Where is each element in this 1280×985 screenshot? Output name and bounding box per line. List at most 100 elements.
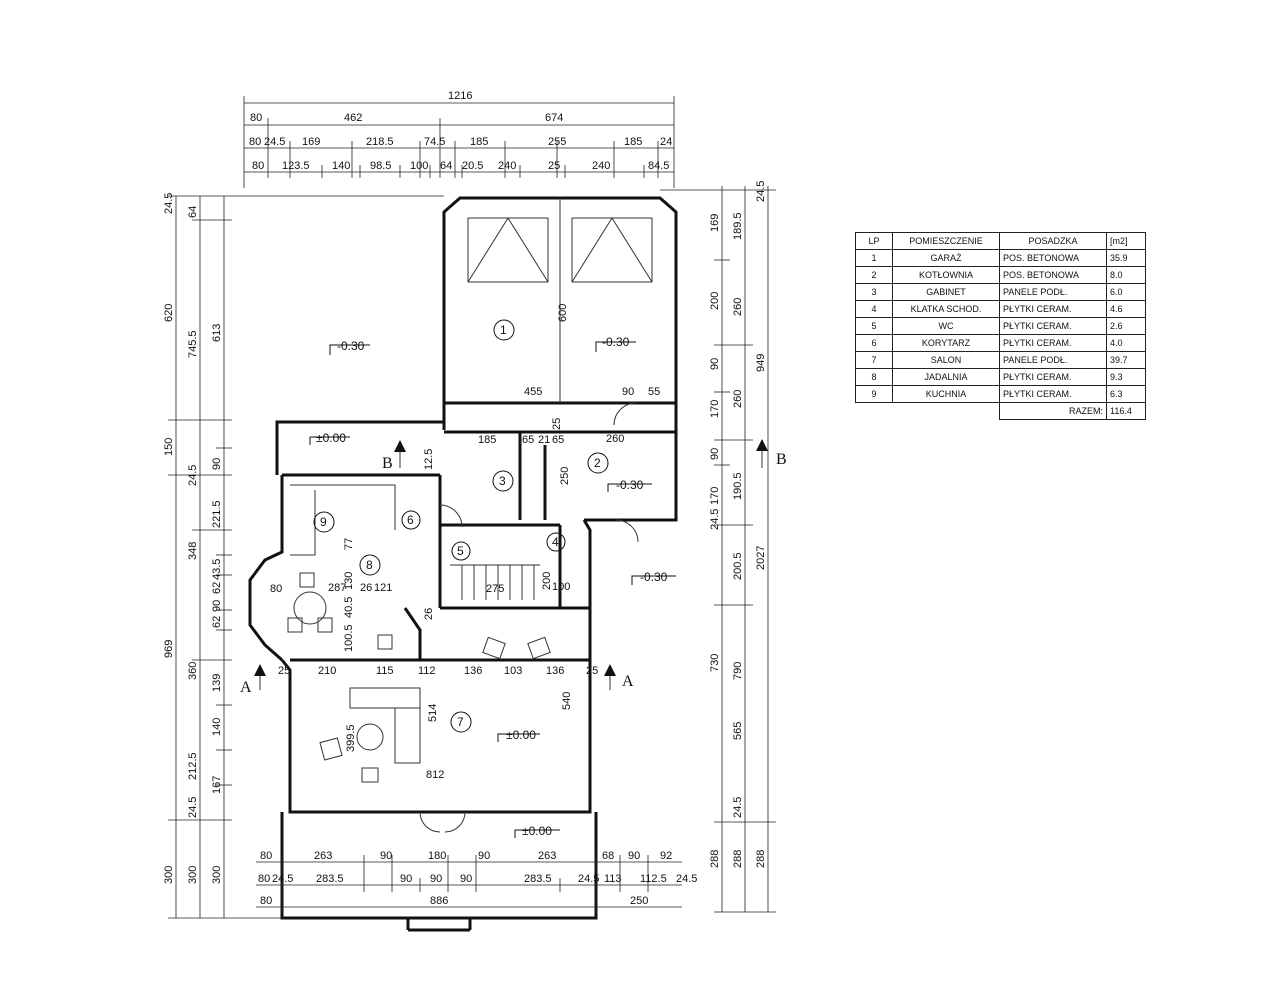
dim-top-r3: 100 (410, 160, 428, 172)
left-dimension-lines (168, 195, 444, 919)
dim-interior: 55 (648, 386, 660, 398)
cell-lp: 7 (855, 351, 893, 369)
dim-left-inner: 62 (211, 616, 223, 628)
dim-top-r3: 240 (592, 160, 610, 172)
dim-bottom-r1: 263 (538, 850, 556, 862)
level-living: ±0.00 (506, 728, 536, 742)
cell-room: KUCHNIA (892, 385, 1000, 403)
room-number-9: 9 (320, 515, 327, 529)
dim-top-r2: 24 (660, 136, 672, 148)
dim-left-outer: 620 (163, 304, 175, 322)
cell-lp: 8 (855, 368, 893, 386)
dim-interior: 600 (557, 304, 569, 322)
table-total-row: RAZEM: 116.4 (855, 402, 1146, 420)
dim-interior: 90 (622, 386, 634, 398)
cell-room: WC (892, 317, 1000, 335)
dim-left-middle: 745.5 (187, 330, 199, 358)
level-boiler: -0.30 (616, 478, 644, 492)
dim-top-r2: 255 (548, 136, 566, 148)
dim-bottom-r1: 80 (260, 850, 272, 862)
dim-interior: 275 (486, 583, 504, 595)
dim-interior: 65 (552, 434, 564, 446)
bottom-dim-row2: 80 24.5 283.5 90 90 90 283.5 24.5 113 11… (258, 873, 697, 885)
dim-left-inner: 43.5 (211, 559, 223, 580)
dim-right-inner: 565 (732, 722, 744, 740)
dim-right-outer: 288 (755, 850, 767, 868)
dim-left-outer: 24.5 (163, 193, 175, 214)
cell-area: 6.0 (1106, 283, 1146, 301)
dim-right-inner: 170 (709, 487, 721, 505)
dim-right-outer: 949 (755, 354, 767, 372)
dim-interior: 26 (423, 608, 435, 620)
dim-right-middle: 260 (732, 298, 744, 316)
dim-left-middle: 348 (187, 542, 199, 560)
dim-interior: 12.5 (423, 449, 435, 470)
dim-interior: 136 (546, 665, 564, 677)
dim-top-r2: 218.5 (366, 136, 394, 148)
cell-area: 39.7 (1106, 351, 1146, 369)
dim-interior: 80 (270, 583, 282, 595)
dim-interior: 185 (478, 434, 496, 446)
top-dimension-lines (243, 96, 675, 188)
cell-area: 2.6 (1106, 317, 1146, 335)
cell-room: JADALNIA (892, 368, 1000, 386)
dim-bottom-r2: 24.5 (578, 873, 599, 885)
cell-floor: PŁYTKI CERAM. (999, 300, 1107, 318)
cell-area: 8.0 (1106, 266, 1146, 284)
top-dim-row3: 80 123.5 140 98.5 100 64 20.5 240 25 240… (252, 160, 669, 172)
dim-interior: 260 (606, 433, 624, 445)
dim-bottom-r2: 80 (258, 873, 270, 885)
dim-overall-width: 1216 (448, 90, 472, 102)
cell-lp: 3 (855, 283, 893, 301)
top-dim-row1: 80 462 674 (250, 112, 563, 124)
dim-right-middle: 189.5 (732, 212, 744, 240)
dim-bottom-r3: 886 (430, 895, 448, 907)
cell-floor: PŁYTKI CERAM. (999, 368, 1107, 386)
cell-room: KLATKA SCHOD. (892, 300, 1000, 318)
empty-cell (892, 402, 1000, 420)
right-dims-inner: 169 200 90 170 90 170 24.5 730 565 288 (709, 214, 744, 868)
cell-room: KORYTARZ (892, 334, 1000, 352)
dim-bottom-r2: 24.5 (676, 873, 697, 885)
dim-interior: 115 (376, 665, 394, 677)
dim-bottom-r3: 250 (630, 895, 648, 907)
dim-right-inner: 90 (709, 448, 721, 460)
dim-interior: 65 (522, 434, 534, 446)
cell-lp: 1 (855, 249, 893, 267)
dim-left-inner: 300 (211, 866, 223, 884)
bottom-dimension-lines (256, 855, 682, 914)
dim-interior: 40.5 (343, 597, 355, 618)
dim-interior: 100 (552, 581, 570, 593)
dim-right-outer: 2027 (755, 546, 767, 570)
left-dims-middle: 64 745.5 24.5 348 360 300 (187, 206, 199, 884)
header-area: [m2] (1106, 232, 1146, 250)
dim-interior: 100.5 (343, 624, 355, 652)
dim-interior: 103 (504, 665, 522, 677)
dim-bottom-r2: 24.5 (272, 873, 293, 885)
section-mark-b-right: B (776, 451, 787, 468)
dim-interior: 540 (561, 692, 573, 710)
section-mark-b-left: B (382, 455, 393, 472)
header-lp: LP (855, 232, 893, 250)
dim-top-r1: 674 (545, 112, 563, 124)
cell-area: 4.6 (1106, 300, 1146, 318)
cell-lp: 6 (855, 334, 893, 352)
cell-area: 35.9 (1106, 249, 1146, 267)
level-porch: ±0.00 (316, 431, 346, 445)
dim-interior: 287 (328, 582, 346, 594)
room-number-8: 8 (366, 558, 373, 572)
dim-right-inner: 90 (709, 358, 721, 370)
empty-cell (855, 402, 893, 420)
total-label: RAZEM: (999, 402, 1107, 420)
dim-interior: 21 (538, 434, 550, 446)
dim-top-r2: 185 (624, 136, 642, 148)
dim-left-outer: 300 (163, 866, 175, 884)
cell-floor: POS. BETONOWA (999, 249, 1107, 267)
dim-bottom-r1: 90 (380, 850, 392, 862)
dim-bottom-r1: 263 (314, 850, 332, 862)
dim-right-middle: 288 (732, 850, 744, 868)
